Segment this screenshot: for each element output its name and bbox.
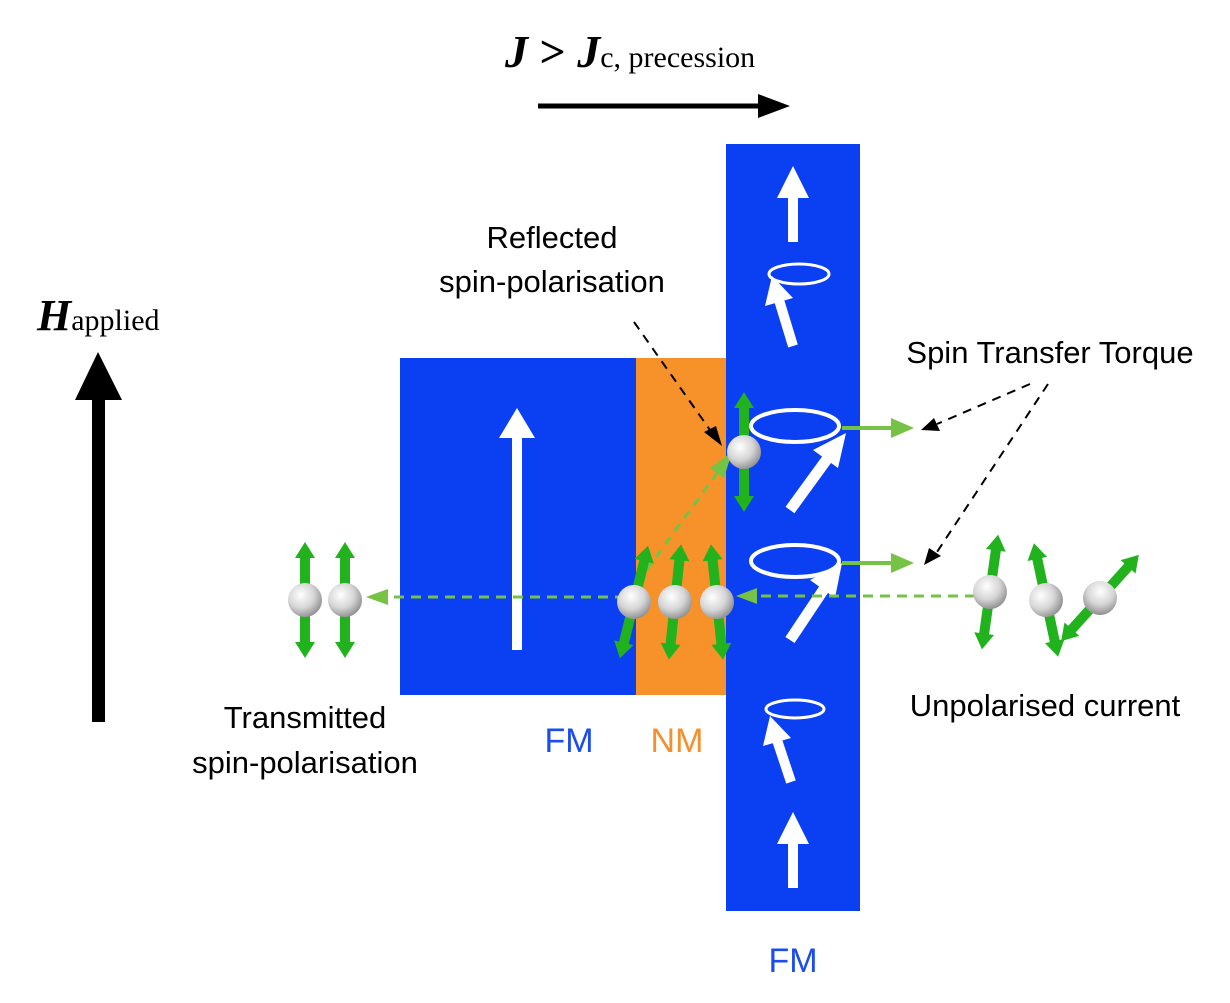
critical-current-subscript: c, precession: [600, 41, 755, 74]
torque-arrow-upper: [842, 418, 914, 438]
fixed-layer-magnetization-arrow: [499, 408, 535, 650]
free-ferromagnet-layer: [726, 144, 860, 911]
free-layer-magnetization-top: [777, 166, 809, 242]
reflected-label-line2: spin-polarisation: [439, 264, 665, 299]
torque-arrow-lower: [842, 553, 914, 573]
nonmagnetic-spacer-layer: [636, 358, 728, 695]
current-condition-label: J > Jc, precession: [504, 26, 755, 77]
current-symbol: J: [504, 26, 530, 77]
stt-pointer-arrow-lower: [924, 383, 1049, 565]
free-layer-magnetization-5: [763, 698, 826, 784]
applied-field-label: Happlied: [36, 291, 160, 340]
free-layer-magnetization-3: [749, 408, 846, 514]
nm-spin-3: [700, 544, 734, 660]
spin-transfer-torque-label: Spin Transfer Torque: [906, 335, 1193, 370]
free-layer-magnetization-bottom: [777, 812, 809, 888]
relation-symbol: >: [528, 26, 577, 77]
nm-spin-1: [614, 545, 654, 659]
unpolarised-spin-1: [973, 534, 1007, 650]
fm-right-label: FM: [768, 942, 817, 980]
reflected-label-line1: Reflected: [487, 220, 618, 255]
transmitted-spin-1: [288, 542, 322, 658]
fm-left-label: FM: [544, 722, 593, 760]
unpolarised-spin-3: [1061, 554, 1139, 642]
stt-pointer-arrow-upper: [921, 383, 1031, 431]
reflected-spin: [727, 392, 761, 512]
field-symbol: H: [36, 291, 73, 340]
current-direction-arrow: [538, 94, 790, 118]
transmitted-spin-2: [328, 542, 362, 658]
nm-label: NM: [651, 722, 704, 760]
electron-flow-dashed-line: [736, 588, 975, 604]
reflected-flow-dashed-line: [635, 452, 732, 584]
transmitted-label-line1: Transmitted: [224, 700, 387, 735]
transmitted-flow-dashed-line: [366, 589, 625, 605]
critical-current-symbol: J: [576, 26, 602, 77]
unpolarised-spin-2: [1027, 543, 1065, 657]
reflected-pointer-arrow: [633, 321, 722, 446]
unpolarised-current-label: Unpolarised current: [910, 688, 1181, 723]
free-layer-magnetization-2: [765, 262, 831, 348]
transmitted-label-line2: spin-polarisation: [192, 745, 418, 780]
applied-field-arrow: [75, 352, 122, 722]
field-subscript: applied: [71, 304, 159, 337]
nm-spin-2: [658, 544, 692, 660]
spin-electrons: [288, 392, 1139, 660]
